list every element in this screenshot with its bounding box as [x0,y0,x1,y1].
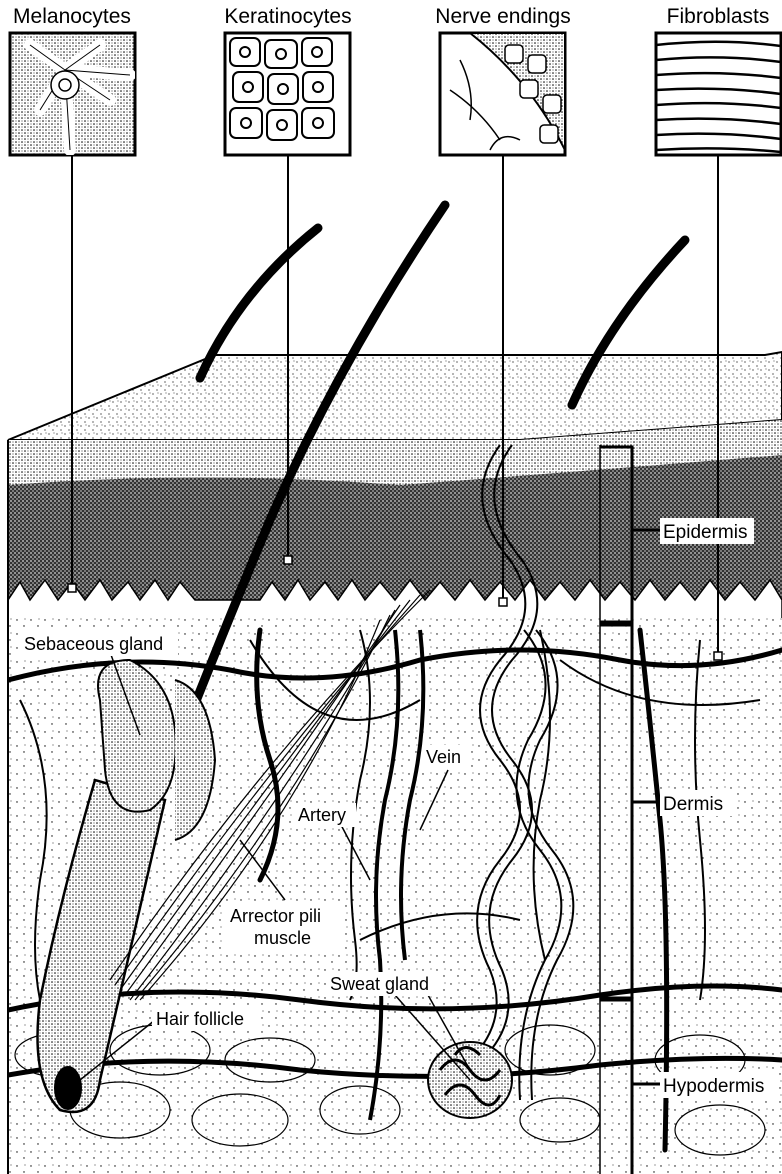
label-epidermis: Epidermis [663,522,747,543]
label-artery: Artery [298,805,346,825]
panel-nerve-endings [440,33,565,155]
label-arrector-pili-line2: muscle [254,928,311,948]
label-keratinocytes: Keratinocytes [224,5,351,28]
panel-keratinocytes [225,33,350,155]
panel-fibroblasts [656,33,781,155]
skin-surface [8,352,782,440]
label-nerve-endings: Nerve endings [435,5,570,28]
label-arrector-pili-line1: Arrector pili [230,906,321,926]
label-vein: Vein [426,747,461,767]
label-sweat-gland: Sweat gland [330,974,429,994]
label-melanocytes: Melanocytes [13,5,131,28]
label-sebaceous-gland: Sebaceous gland [24,634,163,654]
label-hypodermis: Hypodermis [663,1076,764,1097]
label-fibroblasts: Fibroblasts [667,5,770,28]
panel-melanocytes [10,33,135,155]
label-dermis: Dermis [663,794,723,815]
label-hair-follicle: Hair follicle [156,1009,244,1029]
